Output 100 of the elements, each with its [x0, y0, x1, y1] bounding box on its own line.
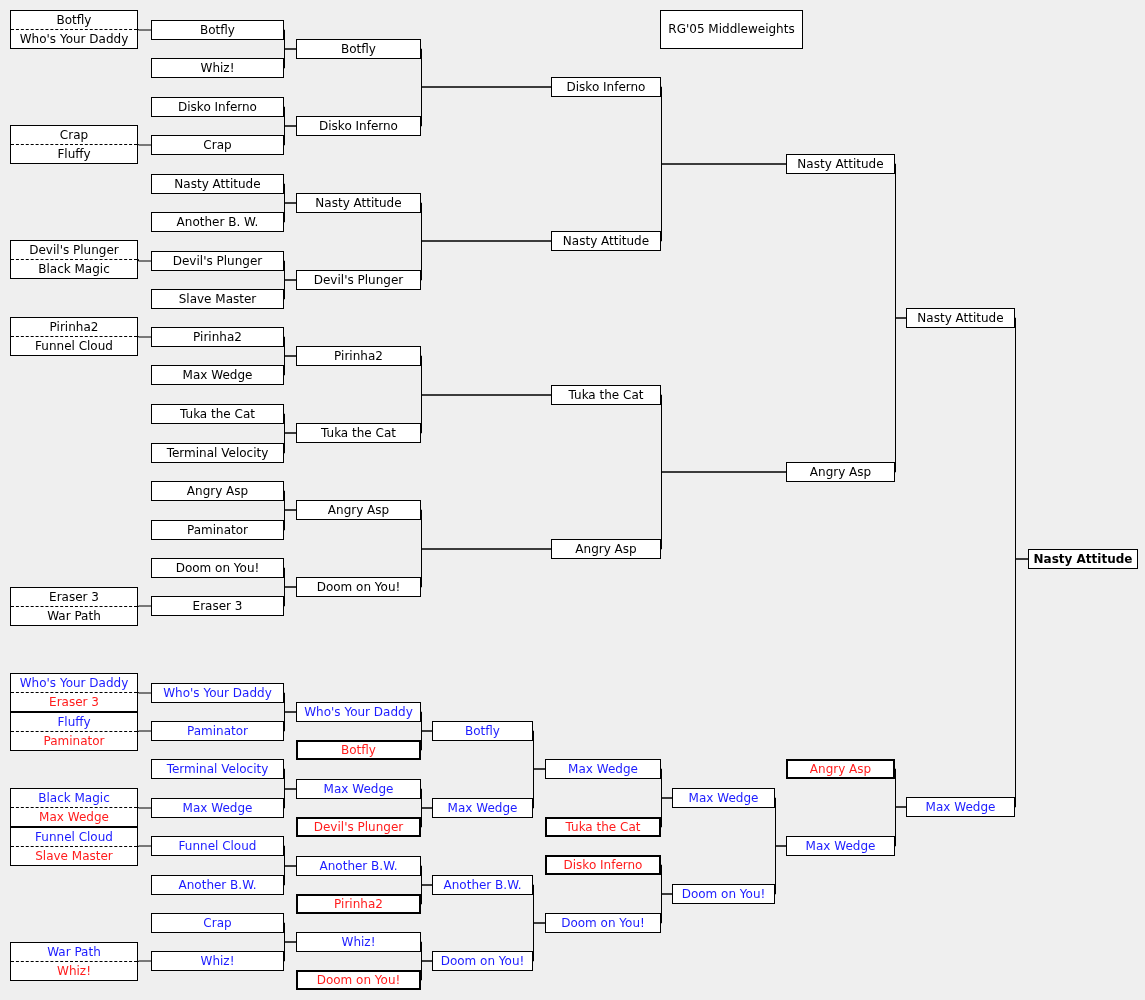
match-pairing-card	[10, 317, 138, 356]
bracket-slot: Tuka the Cat	[545, 817, 661, 837]
bracket-slot: Doom on You!	[151, 558, 284, 578]
bracket-slot: Angry Asp	[786, 462, 895, 482]
match-pairing-card	[10, 942, 138, 981]
bracket-slot: Disko Inferno	[545, 855, 661, 875]
bracket-slot: Tuka the Cat	[296, 423, 421, 443]
bracket-line	[137, 29, 152, 31]
competitor-name: Whiz!	[57, 964, 91, 978]
bracket-slot: Disko Inferno	[296, 116, 421, 136]
competitor-name: Crap	[59, 128, 89, 142]
competitor-name: War Path	[47, 609, 101, 623]
bracket-slot: Paminator	[151, 721, 284, 741]
bracket-slot: Angry Asp	[786, 759, 895, 779]
bracket-slot: Slave Master	[151, 289, 284, 309]
bracket-slot: Who's Your Daddy	[296, 702, 421, 722]
competitor-name: War Path	[47, 945, 101, 959]
bracket-slot: Max Wedge	[151, 365, 284, 385]
competitor-name: Fluffy	[57, 715, 91, 729]
bracket-slot: Another B.W.	[296, 856, 421, 876]
match-pairing-card	[10, 240, 138, 279]
bracket-slot: Nasty Attitude	[906, 308, 1015, 328]
competitor-name: Eraser 3	[49, 695, 99, 709]
bracket-slot: Max Wedge	[296, 779, 421, 799]
bracket-slot: Another B.W.	[432, 875, 533, 895]
bracket-slot: Whiz!	[151, 951, 284, 971]
bracket-slot: Another B. W.	[151, 212, 284, 232]
bracket-line	[137, 605, 152, 607]
competitor-name: Funnel Cloud	[35, 830, 113, 844]
competitor-name: Who's Your Daddy	[19, 676, 129, 690]
competitor-name: Black Magic	[38, 791, 110, 805]
bracket-slot: Angry Asp	[296, 500, 421, 520]
competitor-name: Paminator	[43, 734, 105, 748]
match-pairing-card	[10, 827, 138, 866]
match-pairing-card	[10, 587, 138, 626]
bracket-slot: Max Wedge	[672, 788, 775, 808]
bracket-line	[137, 845, 152, 847]
bracket-slot: Devil's Plunger	[296, 270, 421, 290]
competitor-name: Who's Your Daddy	[19, 32, 129, 46]
bracket-slot: Max Wedge	[786, 836, 895, 856]
bracket-line	[137, 960, 152, 962]
bracket-slot: Botfly	[296, 39, 421, 59]
bracket-slot: Doom on You!	[672, 884, 775, 904]
bracket-slot: Doom on You!	[296, 970, 421, 990]
bracket-slot: Crap	[151, 913, 284, 933]
bracket-slot: Max Wedge	[545, 759, 661, 779]
bracket-slot: Eraser 3	[151, 596, 284, 616]
bracket-slot: Max Wedge	[432, 798, 533, 818]
match-pairing-card	[10, 125, 138, 164]
competitor-name: Botfly	[56, 13, 92, 27]
match-pairing-card	[10, 673, 138, 712]
competitor-name: Max Wedge	[39, 810, 109, 824]
bracket-slot: Whiz!	[296, 932, 421, 952]
bracket-slot: Nasty Attitude	[151, 174, 284, 194]
bracket-line	[137, 144, 152, 146]
bracket-slot: Nasty Attitude	[551, 231, 661, 251]
bracket-line	[137, 730, 152, 732]
bracket-slot: Terminal Velocity	[151, 443, 284, 463]
bracket-slot: Max Wedge	[151, 798, 284, 818]
bracket-slot: Angry Asp	[151, 481, 284, 501]
champion-slot: Nasty Attitude	[1028, 549, 1138, 569]
match-pairing-card	[10, 788, 138, 827]
bracket-slot: Crap	[151, 135, 284, 155]
bracket-slot: Doom on You!	[545, 913, 661, 933]
competitor-name: Devil's Plunger	[29, 243, 119, 257]
bracket-slot: Doom on You!	[296, 577, 421, 597]
competitor-name: Funnel Cloud	[35, 339, 113, 353]
bracket-slot: Who's Your Daddy	[151, 683, 284, 703]
bracket-slot: Max Wedge	[906, 797, 1015, 817]
match-pairing-card	[10, 712, 138, 751]
bracket-slot: Disko Inferno	[551, 77, 661, 97]
competitor-name: Pirinha2	[49, 320, 99, 334]
bracket-line	[137, 259, 152, 262]
competitor-name: Black Magic	[38, 262, 110, 276]
bracket-slot: Botfly	[432, 721, 533, 741]
bracket-slot: Another B.W.	[151, 875, 284, 895]
bracket-slot: Nasty Attitude	[296, 193, 421, 213]
bracket-slot: Pirinha2	[296, 894, 421, 914]
match-pairing-card	[10, 10, 138, 49]
bracket-slot: Paminator	[151, 520, 284, 540]
bracket-slot: Whiz!	[151, 58, 284, 78]
tournament-title-card: RG'05 Middleweights	[660, 10, 803, 49]
competitor-name: Slave Master	[35, 849, 113, 863]
bracket-slot: Tuka the Cat	[151, 404, 284, 424]
bracket-slot: Nasty Attitude	[786, 154, 895, 174]
bracket-slot: Terminal Velocity	[151, 759, 284, 779]
bracket-slot: Botfly	[296, 740, 421, 760]
bracket-slot: Tuka the Cat	[551, 385, 661, 405]
bracket-line	[137, 336, 152, 338]
bracket-line	[137, 807, 152, 809]
bracket-slot: Devil's Plunger	[296, 817, 421, 837]
competitor-name: Fluffy	[57, 147, 91, 161]
bracket-slot: Doom on You!	[432, 951, 533, 971]
competitor-name: Eraser 3	[49, 590, 99, 604]
bracket-slot: Pirinha2	[151, 327, 284, 347]
bracket-slot: Funnel Cloud	[151, 836, 284, 856]
bracket-slot: Botfly	[151, 20, 284, 40]
bracket-slot: Devil's Plunger	[151, 251, 284, 271]
bracket-slot: Disko Inferno	[151, 97, 284, 117]
bracket-slot: Pirinha2	[296, 346, 421, 366]
